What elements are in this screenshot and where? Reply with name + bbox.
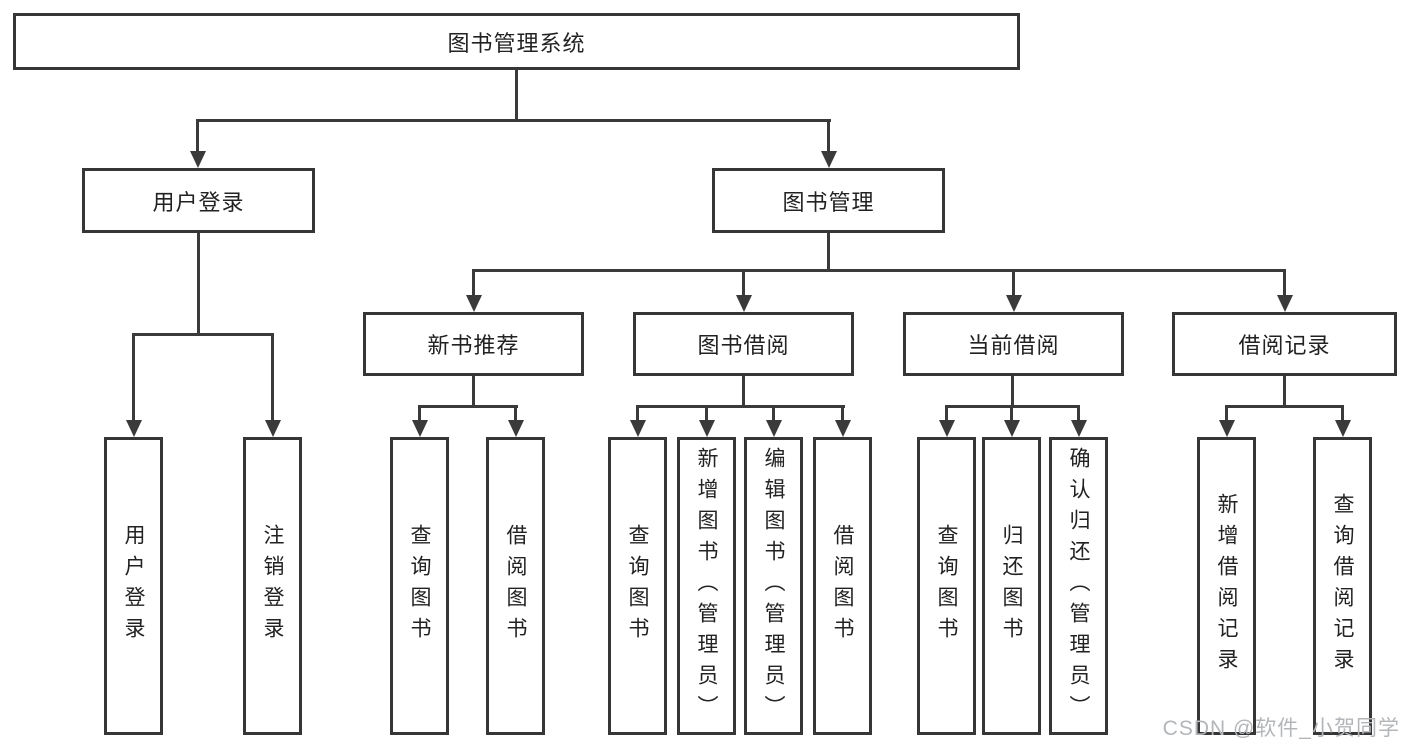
node-library-management-system: 图书管理系统 xyxy=(13,13,1020,70)
arrow-down-icon xyxy=(1006,295,1022,312)
arrow-down-icon xyxy=(736,295,752,312)
node-label: 归还图书 xyxy=(1000,524,1023,648)
node-label: 确认归还（管理员） xyxy=(1067,446,1090,726)
connector-records-stem xyxy=(1283,376,1286,408)
node-leaf-add-books-admin: 新增图书（管理员） xyxy=(677,437,736,735)
arrow-down-icon xyxy=(1004,420,1020,437)
connector-borrowing-stem xyxy=(742,376,745,408)
connector-drop-line xyxy=(636,405,639,423)
arrow-down-icon xyxy=(466,295,482,312)
connector-book-mgmt-stem xyxy=(827,233,830,272)
node-leaf-recommend-query-books: 查询图书 xyxy=(390,437,449,735)
connector-drop-line xyxy=(132,333,135,421)
connector-drop-line xyxy=(196,119,199,153)
node-label: 查询图书 xyxy=(626,524,649,648)
node-current-borrowing: 当前借阅 xyxy=(903,312,1124,376)
node-label: 图书借阅 xyxy=(697,333,790,358)
arrow-down-icon xyxy=(1071,420,1087,437)
node-label: 借阅图书 xyxy=(831,524,854,648)
connector-root-stem xyxy=(515,70,518,121)
connector-root-branch xyxy=(196,119,831,122)
connector-borrowing-branch xyxy=(636,405,845,408)
node-label: 新增借阅记录 xyxy=(1215,493,1238,679)
arrow-down-icon xyxy=(699,420,715,437)
connector-recommend-stem xyxy=(472,376,475,408)
node-leaf-borrowing-borrow-books: 借阅图书 xyxy=(813,437,872,735)
connector-drop-line xyxy=(827,119,830,153)
node-book-management: 图书管理 xyxy=(712,168,945,233)
node-label: 图书管理系统 xyxy=(447,30,586,56)
node-leaf-user-login: 用户登录 xyxy=(104,437,163,735)
node-label: 借阅记录 xyxy=(1238,333,1331,358)
node-leaf-add-borrow-record: 新增借阅记录 xyxy=(1197,437,1256,735)
arrow-down-icon xyxy=(126,420,142,437)
connector-drop-line xyxy=(945,405,948,423)
connector-drop-line xyxy=(705,405,708,423)
node-label: 查询图书 xyxy=(935,524,958,648)
arrow-down-icon xyxy=(412,420,428,437)
node-label: 图书管理 xyxy=(782,189,875,215)
node-leaf-edit-books-admin: 编辑图书（管理员） xyxy=(744,437,803,735)
node-label: 借阅图书 xyxy=(504,524,527,648)
connector-drop-line xyxy=(1283,269,1286,297)
node-leaf-current-query-books: 查询图书 xyxy=(917,437,976,735)
connector-drop-line xyxy=(841,405,844,423)
arrow-down-icon xyxy=(766,420,782,437)
connector-drop-line xyxy=(1012,269,1015,297)
connector-drop-line xyxy=(742,269,745,297)
connector-current-stem xyxy=(1011,376,1014,408)
arrow-down-icon xyxy=(1277,295,1293,312)
node-leaf-return-books: 归还图书 xyxy=(982,437,1041,735)
arrow-down-icon xyxy=(1335,420,1351,437)
node-label: 查询图书 xyxy=(408,524,431,648)
arrow-down-icon xyxy=(939,420,955,437)
arrow-down-icon xyxy=(190,151,206,168)
node-book-borrowing: 图书借阅 xyxy=(633,312,854,376)
arrow-down-icon xyxy=(1219,420,1235,437)
connector-drop-line xyxy=(772,405,775,423)
node-leaf-query-borrow-record: 查询借阅记录 xyxy=(1313,437,1372,735)
csdn-watermark: CSDN @软件_小贺同学 xyxy=(1162,717,1400,740)
arrow-down-icon xyxy=(630,420,646,437)
connector-book-mgmt-branch xyxy=(472,269,1286,272)
node-label: 当前借阅 xyxy=(967,333,1060,358)
arrow-down-icon xyxy=(508,420,524,437)
connector-drop-line xyxy=(472,269,475,297)
node-new-book-recommend: 新书推荐 xyxy=(363,312,584,376)
node-label: 用户登录 xyxy=(122,524,145,648)
node-leaf-logout: 注销登录 xyxy=(243,437,302,735)
node-label: 编辑图书（管理员） xyxy=(762,446,785,726)
connector-drop-line xyxy=(1010,405,1013,423)
arrow-down-icon xyxy=(265,420,281,437)
node-label: 查询借阅记录 xyxy=(1331,493,1354,679)
arrow-down-icon xyxy=(835,420,851,437)
connector-recommend-branch xyxy=(418,405,518,408)
node-label: 新书推荐 xyxy=(427,333,520,358)
connector-user-login-stem xyxy=(197,233,200,336)
connector-drop-line xyxy=(1341,405,1344,423)
connector-drop-line xyxy=(271,333,274,421)
connector-drop-line xyxy=(418,405,421,423)
node-user-login: 用户登录 xyxy=(82,168,315,233)
node-leaf-confirm-return-admin: 确认归还（管理员） xyxy=(1049,437,1108,735)
connector-drop-line xyxy=(1225,405,1228,423)
node-leaf-recommend-borrow-books: 借阅图书 xyxy=(486,437,545,735)
connector-records-branch xyxy=(1225,405,1344,408)
connector-drop-line xyxy=(514,405,517,423)
connector-user-login-branch xyxy=(132,333,274,336)
node-label: 新增图书（管理员） xyxy=(695,446,718,726)
connector-drop-line xyxy=(1077,405,1080,423)
node-label: 注销登录 xyxy=(261,524,284,648)
node-borrowing-records: 借阅记录 xyxy=(1172,312,1397,376)
node-label: 用户登录 xyxy=(152,189,245,215)
arrow-down-icon xyxy=(821,151,837,168)
node-leaf-borrowing-query-books: 查询图书 xyxy=(608,437,667,735)
